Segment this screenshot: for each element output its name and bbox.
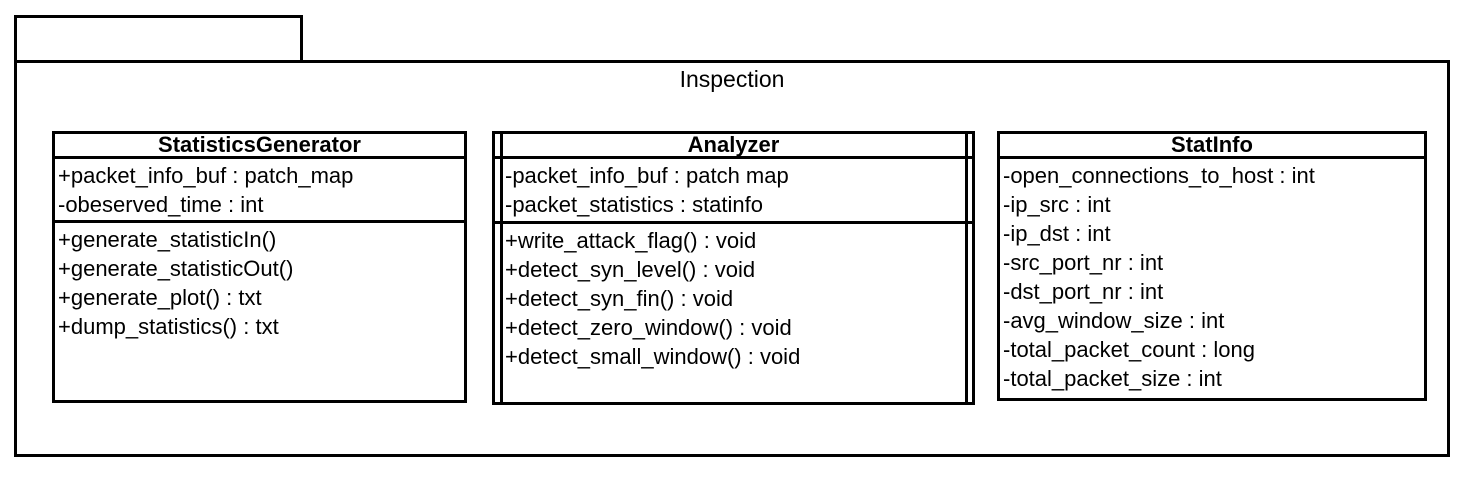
attribute-row: -packet_statistics : statinfo (505, 192, 763, 217)
attribute-row: -open_connections_to_host : int (1003, 163, 1315, 188)
attribute-row: -total_packet_count : long (1003, 337, 1255, 362)
package-title: Inspection (679, 66, 785, 92)
attribute-row: -ip_src : int (1003, 192, 1111, 217)
attributes-compartment: +packet_info_buf : patch_map -obeserved_… (55, 159, 464, 223)
attribute-row: -ip_dst : int (1003, 221, 1111, 246)
package-tab[interactable] (14, 15, 303, 63)
methods-compartment: +write_attack_flag() : void +detect_syn_… (495, 224, 972, 402)
class-box-statinfo[interactable]: StatInfo -open_connections_to_host : int… (997, 131, 1427, 401)
method-row: +detect_small_window() : void (505, 344, 801, 369)
method-row: +generate_plot() : txt (58, 285, 262, 310)
class-box-analyzer[interactable]: Analyzer -packet_info_buf : patch map -p… (492, 131, 975, 405)
attribute-row: +packet_info_buf : patch_map (58, 163, 354, 188)
attribute-row: -total_packet_size : int (1003, 366, 1222, 391)
method-row: +detect_syn_level() : void (505, 257, 756, 282)
attribute-row: -src_port_nr : int (1003, 250, 1164, 275)
attribute-row: -packet_info_buf : patch map (505, 163, 789, 188)
attributes-compartment: -open_connections_to_host : int -ip_src … (1000, 159, 1424, 398)
method-row: +dump_statistics() : txt (58, 314, 279, 339)
method-row: +generate_statisticIn() (58, 227, 277, 252)
method-row: +write_attack_flag() : void (505, 228, 757, 253)
active-class-left-line (500, 134, 503, 402)
method-row: +detect_zero_window() : void (505, 315, 792, 340)
class-box-statistics-generator[interactable]: StatisticsGenerator +packet_info_buf : p… (52, 131, 467, 403)
class-name: Analyzer (495, 134, 972, 159)
class-name: StatInfo (1000, 134, 1424, 159)
attribute-row: -obeserved_time : int (58, 192, 264, 217)
attributes-compartment: -packet_info_buf : patch map -packet_sta… (495, 159, 972, 224)
method-row: +generate_statisticOut() (58, 256, 294, 281)
active-class-right-line (965, 134, 968, 402)
attribute-row: -dst_port_nr : int (1003, 279, 1164, 304)
attribute-row: -avg_window_size : int (1003, 308, 1225, 333)
methods-compartment: +generate_statisticIn() +generate_statis… (55, 223, 464, 400)
class-name: StatisticsGenerator (55, 134, 464, 159)
method-row: +detect_syn_fin() : void (505, 286, 734, 311)
